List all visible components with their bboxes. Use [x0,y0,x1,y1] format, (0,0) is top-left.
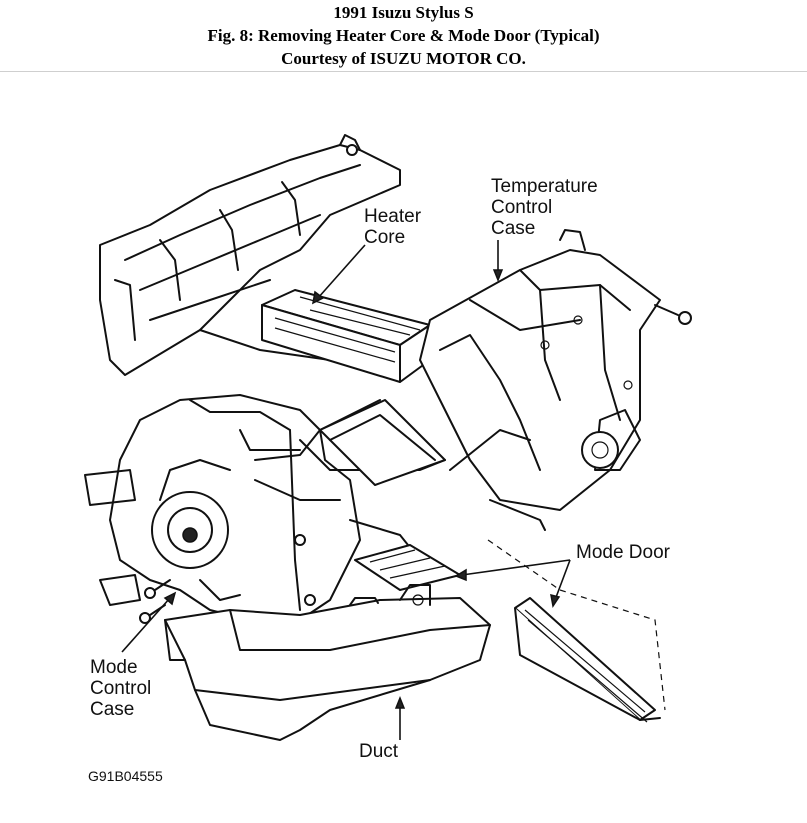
temperature-control-case [419,229,661,531]
figure-caption: Fig. 8: Removing Heater Core & Mode Door… [207,26,600,45]
label-heater-core: Heater Core [364,206,422,248]
mode-control-case [84,394,361,621]
screws-left [139,579,171,624]
door-removal-path [487,539,666,711]
mode-door-installed [354,544,461,591]
label-mode-door: Mode Door [576,542,670,563]
label-temperature-control-case: Temperature Control Case [491,176,598,239]
duct [164,584,491,741]
leader-arrows [121,240,571,740]
linkage-rods [254,399,446,561]
screw-right [654,304,692,325]
heater-assembly-drawing [84,134,692,741]
heater-core [261,289,431,383]
vehicle-title: 1991 Isuzu Stylus S [333,3,474,22]
figure-code: G91B04555 [88,768,163,784]
exploded-diagram: Temperature Control Case Heater Core Mod… [0,72,807,818]
label-duct: Duct [359,741,399,762]
mode-door-removed [514,597,661,723]
figure-credit: Courtesy of ISUZU MOTOR CO. [281,49,526,68]
figure-header: 1991 Isuzu Stylus S Fig. 8: Removing Hea… [0,0,807,72]
label-mode-control-case: Mode Control Case [90,657,152,720]
